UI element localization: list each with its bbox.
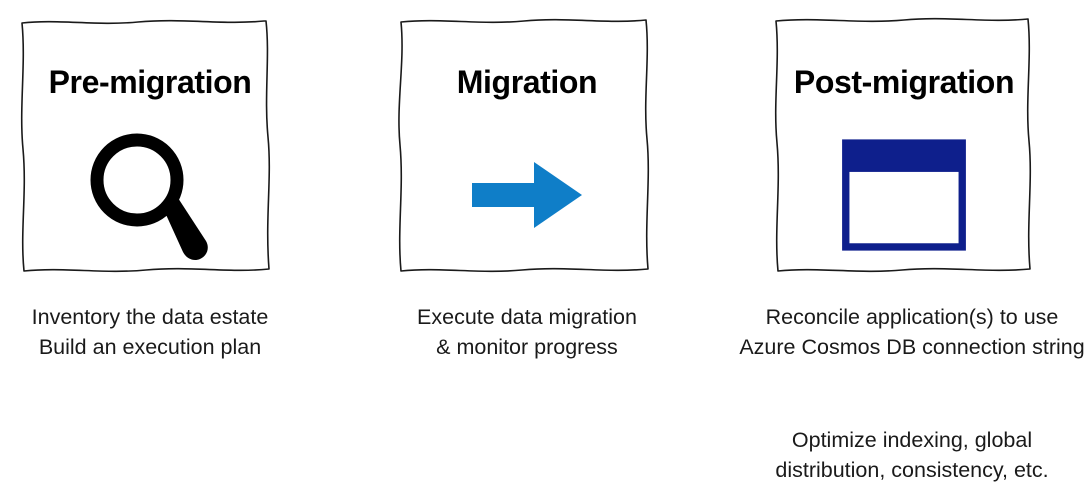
caption-line: Execute data migration bbox=[417, 305, 637, 329]
sketch-box-outline bbox=[398, 18, 650, 273]
caption-post-migration-extra: Optimize indexing, global distribution, … bbox=[736, 425, 1088, 485]
panel-title-post-migration: Post-migration bbox=[793, 64, 1015, 100]
icon-holder-post-migration bbox=[770, 117, 1038, 267]
caption-line: Reconcile application(s) to use Azure Co… bbox=[739, 305, 1085, 359]
panel-title-pre-migration: Pre-migration bbox=[48, 64, 252, 100]
caption-post-migration: Reconcile application(s) to use Azure Co… bbox=[736, 302, 1088, 362]
panel-pre-migration: Pre-migration bbox=[18, 17, 282, 279]
caption-pre-migration: Inventory the data estate Build an execu… bbox=[0, 302, 300, 362]
window-icon bbox=[842, 139, 966, 251]
icon-holder-migration bbox=[396, 117, 658, 267]
panel-post-migration: Post-migration bbox=[770, 17, 1038, 279]
magnifier-icon bbox=[90, 133, 208, 261]
icon-holder-pre-migration bbox=[18, 117, 282, 267]
panel-migration: Migration bbox=[396, 17, 658, 279]
right-arrow-icon bbox=[472, 162, 582, 228]
panel-title-migration: Migration bbox=[456, 64, 598, 100]
caption-migration: Execute data migration & monitor progres… bbox=[372, 302, 682, 362]
caption-line: & monitor progress bbox=[436, 335, 618, 359]
caption-line: Inventory the data estate bbox=[31, 305, 269, 329]
caption-line: Build an execution plan bbox=[38, 335, 262, 359]
caption-line: Optimize indexing, global distribution, … bbox=[775, 428, 1049, 482]
